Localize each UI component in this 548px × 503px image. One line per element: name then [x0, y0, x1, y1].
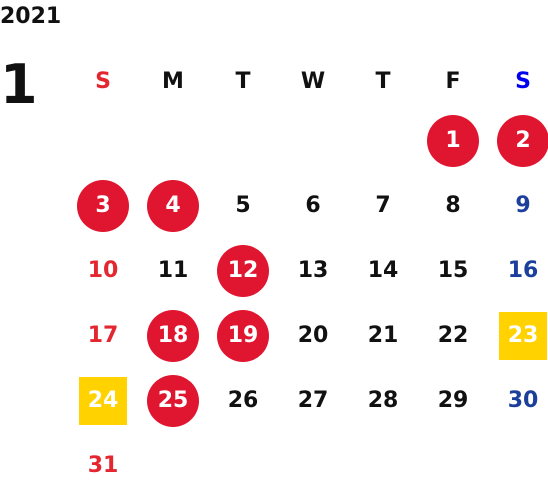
day-number: 18 [147, 309, 199, 362]
empty-day-cell [68, 108, 138, 173]
day-number: 31 [87, 453, 119, 478]
day-number: 24 [79, 376, 127, 425]
month-number: 1 [0, 53, 38, 116]
day-cell[interactable]: 5 [208, 173, 278, 238]
day-cell[interactable]: 15 [418, 238, 488, 303]
day-number: 14 [367, 258, 399, 283]
day-number: 3 [77, 179, 129, 232]
day-number: 21 [367, 323, 399, 348]
day-cell[interactable]: 8 [418, 173, 488, 238]
day-number: 10 [87, 258, 119, 283]
day-cell[interactable]: 24 [68, 368, 138, 433]
day-cell[interactable]: 20 [278, 303, 348, 368]
empty-day-cell [138, 433, 208, 498]
day-cell[interactable]: 23 [488, 303, 548, 368]
weekday-wednesday: W [300, 68, 326, 94]
day-number: 25 [147, 374, 199, 427]
empty-day-cell [278, 433, 348, 498]
day-number: 8 [445, 193, 461, 218]
day-cell[interactable]: 25 [138, 368, 208, 433]
day-cell[interactable]: 26 [208, 368, 278, 433]
weekday-monday: M [162, 68, 184, 94]
day-number: 22 [437, 323, 469, 348]
day-cell[interactable]: 1 [418, 108, 488, 173]
day-number: 20 [297, 323, 329, 348]
empty-day-cell [278, 108, 348, 173]
weekday-tuesday: T [235, 68, 251, 94]
day-cell[interactable]: 3 [68, 173, 138, 238]
day-cell[interactable]: 13 [278, 238, 348, 303]
day-number: 2 [497, 114, 548, 167]
empty-day-cell [138, 108, 208, 173]
empty-day-cell [488, 433, 548, 498]
day-number: 15 [437, 258, 469, 283]
day-number: 30 [507, 388, 539, 413]
day-number: 28 [367, 388, 399, 413]
day-cell[interactable]: 9 [488, 173, 548, 238]
day-number: 17 [87, 323, 119, 348]
day-cell[interactable]: 7 [348, 173, 418, 238]
empty-day-cell [418, 433, 488, 498]
day-number: 13 [297, 258, 329, 283]
weekday-friday: F [445, 68, 461, 94]
day-number: 6 [305, 193, 321, 218]
day-cell[interactable]: 27 [278, 368, 348, 433]
day-number: 29 [437, 388, 469, 413]
day-cell[interactable]: 10 [68, 238, 138, 303]
day-cell[interactable]: 6 [278, 173, 348, 238]
day-cell[interactable]: 18 [138, 303, 208, 368]
day-number: 27 [297, 388, 329, 413]
weekday-saturday: S [515, 68, 531, 94]
day-number: 19 [217, 309, 269, 362]
day-cell[interactable]: 14 [348, 238, 418, 303]
day-number: 4 [147, 179, 199, 232]
weekday-sunday: S [95, 68, 111, 94]
empty-day-cell [348, 108, 418, 173]
day-cell[interactable]: 4 [138, 173, 208, 238]
day-number: 16 [507, 258, 539, 283]
day-cell[interactable]: 2 [488, 108, 548, 173]
day-cell[interactable]: 31 [68, 433, 138, 498]
day-cell[interactable]: 28 [348, 368, 418, 433]
day-cell[interactable]: 29 [418, 368, 488, 433]
day-cell[interactable]: 21 [348, 303, 418, 368]
day-cell[interactable]: 16 [488, 238, 548, 303]
empty-day-cell [208, 108, 278, 173]
day-cell[interactable]: 12 [208, 238, 278, 303]
day-number: 9 [515, 193, 531, 218]
day-cell[interactable]: 19 [208, 303, 278, 368]
year-label: 2021 [0, 4, 62, 29]
empty-day-cell [208, 433, 278, 498]
day-number: 7 [375, 193, 391, 218]
day-number: 11 [157, 258, 189, 283]
day-number: 23 [499, 311, 547, 360]
day-cell[interactable]: 11 [138, 238, 208, 303]
day-cell[interactable]: 22 [418, 303, 488, 368]
day-number: 26 [227, 388, 259, 413]
day-number: 12 [217, 244, 269, 297]
day-cell[interactable]: 17 [68, 303, 138, 368]
day-number: 5 [235, 193, 251, 218]
weekday-thursday: T [375, 68, 391, 94]
day-cell[interactable]: 30 [488, 368, 548, 433]
day-number: 1 [427, 114, 479, 167]
empty-day-cell [348, 433, 418, 498]
